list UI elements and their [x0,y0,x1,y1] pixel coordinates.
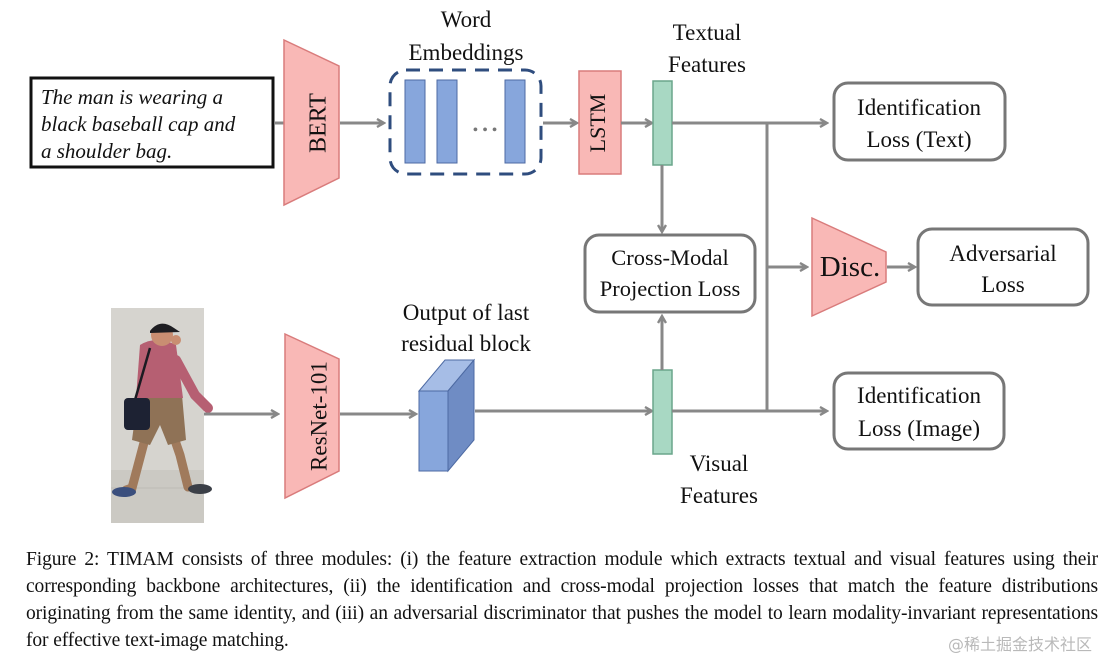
watermark: @稀土掘金技术社区 [947,635,1092,654]
adversarial-loss-label: Adversarial [949,241,1056,266]
timam-architecture-diagram: The man is wearing a black baseball cap … [29,7,1090,523]
word-embeddings-label: Word [441,7,492,32]
cross-modal-label: Cross-Modal [611,245,729,270]
adversarial-loss-box: Adversarial Loss [916,227,1090,307]
visual-features-vector [652,369,673,455]
id-loss-image-box: Identification Loss (Image) [832,371,1006,451]
bert-label: BERT [306,93,332,153]
disc-label: Disc. [820,251,880,283]
residual-block-cube [417,358,476,473]
id-loss-text-label: Identification [857,95,981,120]
resnet-label: ResNet-101 [306,361,331,471]
ellipsis: • • • [473,122,498,139]
cross-modal-label: Projection Loss [600,276,741,301]
last-block-label: residual block [401,331,531,356]
embedding-vector [404,79,426,164]
visual-features-label: Visual [690,451,749,476]
word-embeddings-group: • • • [388,68,543,176]
input-text-line: black baseball cap and [41,112,236,136]
embedding-vector [504,79,526,164]
figure-caption: Figure 2: TIMAM consists of three module… [26,549,1098,651]
visual-features-label: Features [680,483,758,508]
input-person-image [111,308,213,523]
textual-features-vector [652,80,673,166]
word-embeddings-label: Embeddings [409,40,524,65]
lstm-label: LSTM [585,94,610,153]
textual-features-label: Textual [673,20,742,45]
id-loss-image-label: Identification [857,383,981,408]
embedding-vector [436,79,458,164]
resnet-101-encoder: ResNet-101 [284,332,340,500]
lstm-block: LSTM [578,70,622,175]
last-block-label: Output of last [403,300,530,325]
input-text-box: The man is wearing a black baseball cap … [29,76,275,169]
id-loss-image-label: Loss (Image) [858,416,980,441]
adversarial-loss-label: Loss [981,272,1025,297]
cross-modal-projection-loss-box: Cross-Modal Projection Loss [583,233,757,314]
id-loss-text-label: Loss (Text) [866,127,971,152]
bert-encoder: BERT [283,38,340,207]
textual-features-label: Features [668,52,746,77]
input-text-line: The man is wearing a [41,85,223,109]
discriminator: Disc. [811,216,887,318]
id-loss-text-box: Identification Loss (Text) [832,81,1007,162]
input-text-line: a shoulder bag. [41,139,172,163]
